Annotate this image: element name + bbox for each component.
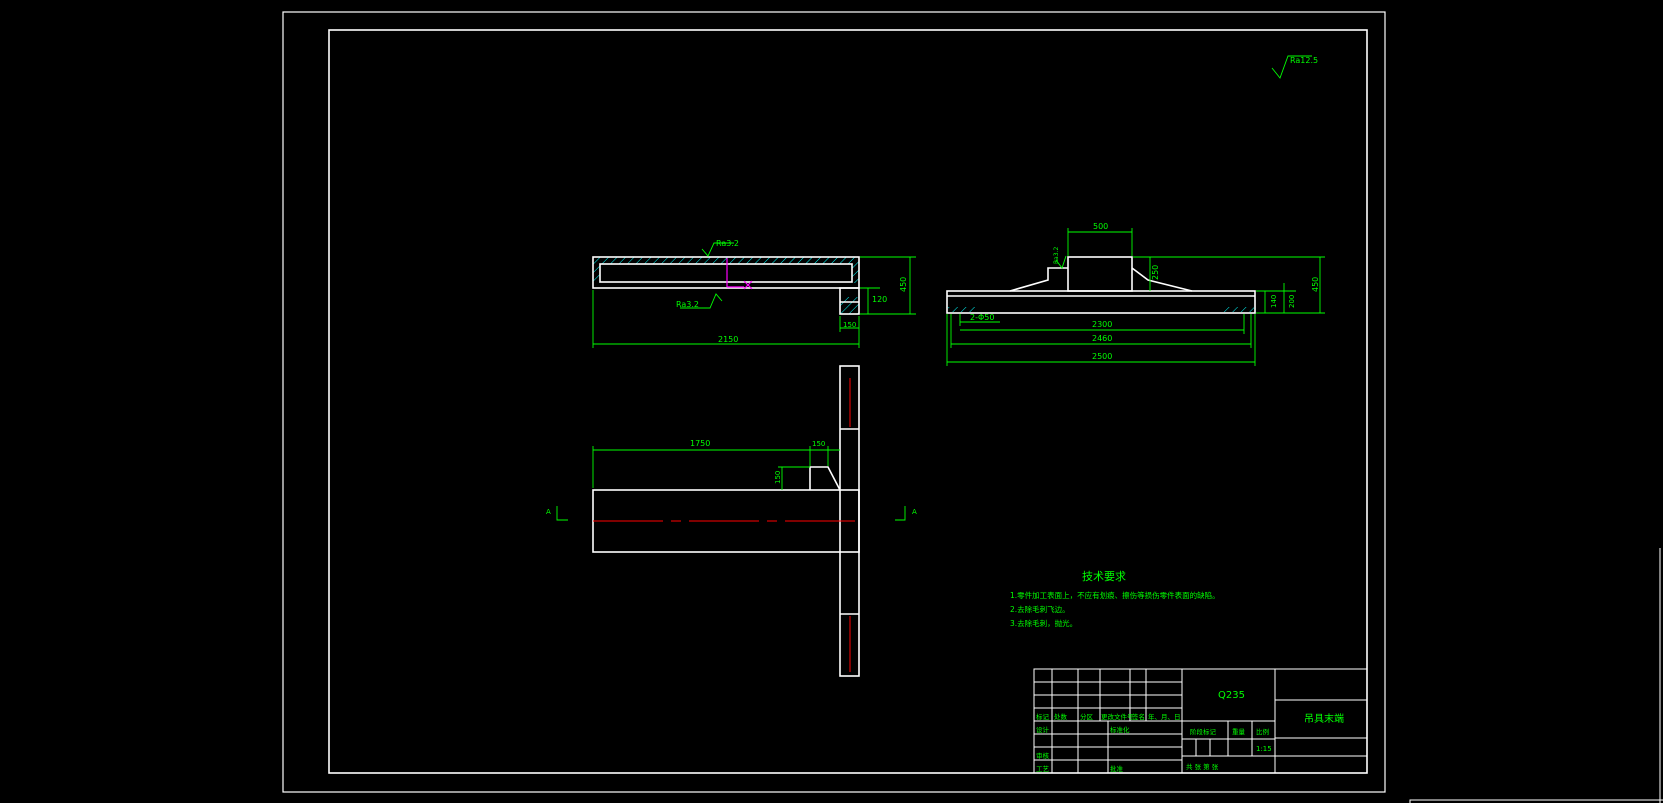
- title-block-weight: 重量: [1232, 728, 1246, 736]
- plan-dim-chamfer-height-label: 150: [774, 471, 782, 484]
- side-roughness-mark: [1055, 255, 1067, 269]
- title-block-row-label: 工艺: [1036, 765, 1050, 773]
- title-block-stage-mark: 阶段标记: [1190, 727, 1217, 736]
- title-block-sheet-info: 共 张 第 张: [1186, 762, 1219, 771]
- global-roughness-label: Ra12.5: [1290, 56, 1318, 65]
- side-view-left-rib: [1009, 267, 1068, 292]
- title-block-header: 年、月、日: [1148, 712, 1181, 721]
- front-top-roughness-label: Ra3.2: [716, 239, 739, 248]
- side-dim-plate-thickness-label: 140: [1270, 295, 1278, 308]
- front-bottom-roughness-label: Ra3.2: [676, 300, 699, 309]
- plan-dim-chamfer-width: [810, 446, 840, 466]
- section-marker-left-label: A: [546, 508, 551, 516]
- title-block-row-label: 批准: [1110, 764, 1124, 773]
- title-block-part-name: 吊具末端: [1304, 712, 1344, 725]
- section-marker-right-label: A: [912, 508, 917, 516]
- global-roughness-mark: Ra12.5: [1271, 55, 1318, 79]
- front-view-outer-outline: [592, 256, 860, 289]
- plan-dim-chamfer-height: [778, 466, 810, 490]
- side-dim-hole-spacing-label: 2300: [1092, 320, 1112, 329]
- title-block-header: 更改文件号: [1101, 712, 1134, 721]
- front-view: Ra3.2 Ra3.2 2150 450 120 150: [592, 239, 916, 348]
- front-dim-total-length-label: 2150: [718, 335, 738, 344]
- title-block: [1033, 668, 1368, 774]
- side-view-hatch-left: [948, 307, 978, 312]
- sheet-outer-border: [282, 11, 1386, 793]
- front-dim-step-height: [860, 287, 880, 315]
- side-dim-hole-spacing: [960, 314, 1245, 334]
- side-dim-overall-length: [946, 314, 1256, 366]
- side-dim-top-width-label: 500: [1093, 222, 1108, 231]
- side-dim-overall-height-label: 450: [1311, 277, 1320, 292]
- viewport-corner-mark: [1409, 799, 1663, 803]
- plan-dim-chamfer-width-label: 150: [812, 440, 825, 448]
- section-marker-left: [556, 506, 568, 521]
- title-block-header: 处数: [1054, 712, 1068, 721]
- sheet-inner-border: [328, 29, 1368, 774]
- plan-view: 1750 150 150 A A: [546, 365, 917, 677]
- front-top-roughness-mark: [701, 242, 734, 257]
- side-view-hatch-right: [1222, 307, 1254, 312]
- side-dim-holes-label: 2-Φ50: [970, 313, 994, 322]
- side-dim-overall-height: [1200, 256, 1325, 314]
- front-dim-step-width: [839, 316, 859, 332]
- front-view-center-marker: [726, 258, 753, 290]
- side-dim-plate-thickness: [1256, 290, 1296, 314]
- title-block-header: 标记: [1036, 712, 1050, 721]
- title-block-row-label: 审核: [1036, 751, 1050, 760]
- front-dim-total-length: [592, 290, 860, 348]
- tech-req-item: 2.去除毛刺飞边。: [1010, 604, 1070, 614]
- title-block-scale: 1:15: [1256, 745, 1272, 753]
- side-dim-overall-length-label: 2500: [1092, 352, 1112, 361]
- side-dim-thickness-right-label: 200: [1288, 295, 1296, 308]
- front-dim-height-label: 450: [899, 277, 908, 292]
- title-block-scale-label: 比例: [1256, 727, 1269, 736]
- section-marker-right: [895, 506, 906, 521]
- tech-req-item: 1.零件加工表面上，不应有划痕、擦伤等损伤零件表面的缺陷。: [1010, 590, 1220, 600]
- side-view-right-rib: [1131, 267, 1193, 292]
- side-dim-top-width: [1067, 228, 1133, 256]
- front-view-step: [839, 287, 860, 315]
- side-dim-inner-length: [950, 314, 1252, 348]
- front-dim-step-height-label: 120: [872, 295, 887, 304]
- front-bottom-roughness-mark: [680, 293, 723, 309]
- title-block-header: 分区: [1080, 712, 1094, 721]
- front-dim-step-width-label: 150: [843, 321, 856, 329]
- side-roughness-label: Ra3.2: [1053, 247, 1060, 264]
- side-dim-boss-height-label: 250: [1151, 265, 1160, 280]
- tech-req-title: 技术要求: [1082, 570, 1126, 583]
- plan-dim-left-length-label: 1750: [690, 439, 710, 448]
- technical-requirements: 技术要求 1.零件加工表面上，不应有划痕、擦伤等损伤零件表面的缺陷。 2.去除毛…: [1010, 570, 1220, 628]
- title-block-row-label: 标准化: [1110, 725, 1130, 734]
- title-block-material: Q235: [1218, 690, 1245, 701]
- title-block-text: Q235 吊具末端 标记 处数 分区 更改文件号 签名 年、月、日 设计 标准化…: [1036, 690, 1344, 773]
- plan-view-chamfer-block: [809, 466, 841, 491]
- side-view-base-plate: [946, 290, 1256, 314]
- title-block-row-label: 设计: [1036, 725, 1050, 734]
- side-view-boss: [1067, 256, 1133, 292]
- side-dim-boss-height: [1133, 256, 1200, 291]
- tech-req-item: 3.去除毛刺，抛光。: [1010, 618, 1077, 628]
- side-view: 500 Ra3.2 250 140 200 450 2-Φ50: [946, 222, 1325, 366]
- side-dim-inner-length-label: 2460: [1092, 334, 1112, 343]
- title-block-header: 签名: [1132, 712, 1145, 721]
- side-dim-holes: [959, 314, 1000, 326]
- front-view-inner-cavity: [599, 263, 853, 283]
- front-view-hatched-wall: [593, 257, 859, 314]
- plan-dim-left-length: [592, 446, 811, 488]
